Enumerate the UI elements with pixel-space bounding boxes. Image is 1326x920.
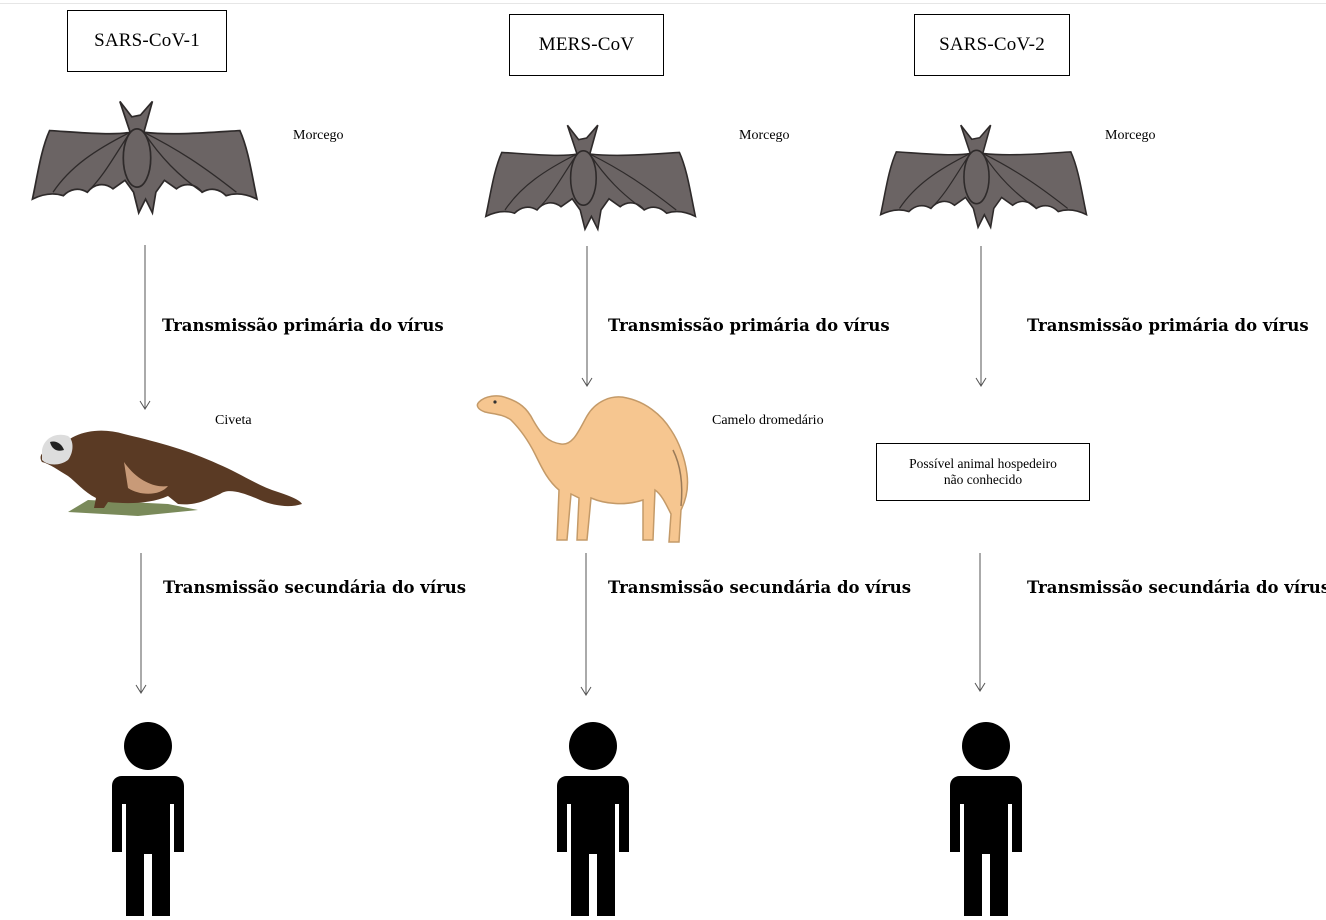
bat-icon [18, 98, 268, 218]
intermediate-label: Camelo dromedário [712, 413, 824, 429]
secondary-transmission-label: Transmissão secundária do vírus [608, 578, 911, 597]
reservoir-label: Morcego [293, 128, 344, 144]
primary-arrow [581, 246, 593, 390]
human-icon [553, 720, 633, 920]
secondary-arrow [580, 553, 592, 699]
bat-icon [475, 122, 703, 234]
secondary-transmission-label: Transmissão secundária do vírus [163, 578, 466, 597]
primary-transmission-label: Transmissão primária do vírus [162, 316, 444, 335]
camel-icon [475, 390, 691, 548]
intermediate-label: Civeta [215, 413, 252, 429]
secondary-arrow [135, 553, 147, 697]
secondary-transmission-label: Transmissão secundária do vírus [1027, 578, 1326, 597]
virus-title: MERS-CoV [539, 34, 635, 56]
secondary-arrow [974, 553, 986, 695]
column-sars-cov-2: SARS-CoV-2 Morcego Transmissão primária … [870, 0, 1326, 920]
primary-arrow [139, 245, 151, 413]
primary-arrow [975, 246, 987, 390]
human-icon [946, 720, 1026, 920]
reservoir-label: Morcego [739, 128, 790, 144]
reservoir-label: Morcego [1105, 128, 1156, 144]
primary-transmission-label: Transmissão primária do vírus [1027, 316, 1309, 335]
virus-title-box: SARS-CoV-2 [914, 14, 1070, 76]
virus-title-box: MERS-CoV [509, 14, 664, 76]
bat-icon [870, 122, 1094, 232]
unknown-host-line-1: Possível animal hospedeiro [909, 456, 1057, 472]
column-sars-cov-1: SARS-CoV-1 Morcego Transmissão primária … [0, 0, 440, 920]
column-mers-cov: MERS-CoV Morcego Transmissão primária do… [443, 0, 883, 920]
human-icon [108, 720, 188, 920]
unknown-host-box: Possível animal hospedeiro não conhecido [876, 443, 1090, 501]
virus-title: SARS-CoV-1 [94, 30, 200, 52]
virus-title-box: SARS-CoV-1 [67, 10, 227, 72]
primary-transmission-label: Transmissão primária do vírus [608, 316, 890, 335]
unknown-host-line-2: não conhecido [944, 472, 1022, 488]
civet-icon [28, 412, 304, 522]
virus-title: SARS-CoV-2 [939, 34, 1045, 56]
